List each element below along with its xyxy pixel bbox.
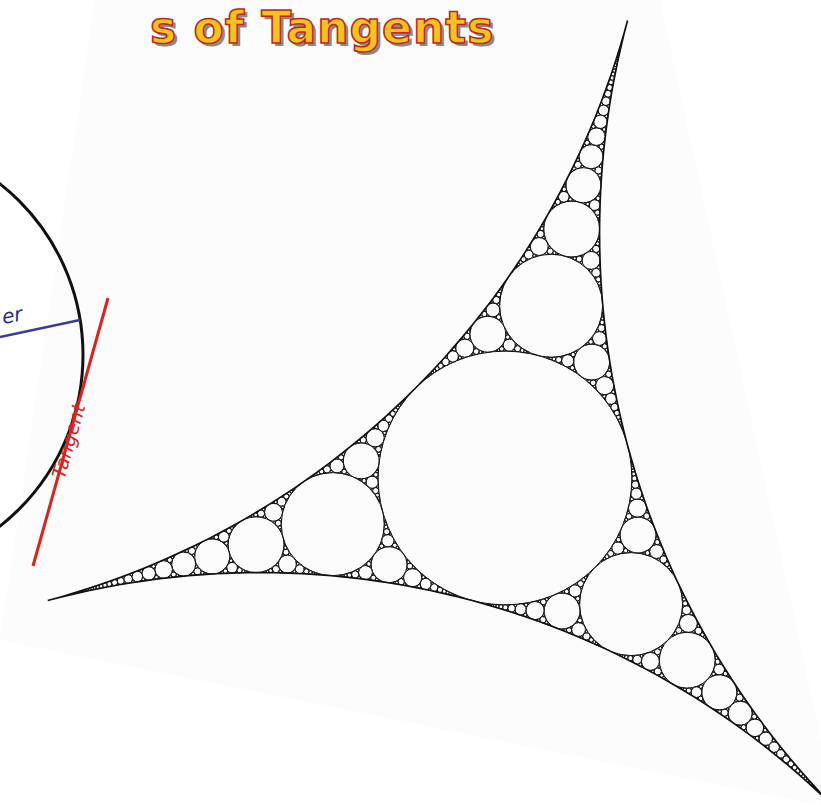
radius-label: er xyxy=(0,302,24,329)
title: s of Tangents xyxy=(150,2,494,53)
tangent-line xyxy=(33,298,108,566)
gasket-boundary xyxy=(48,21,821,805)
gasket-circles xyxy=(78,51,818,791)
circle-outline xyxy=(0,137,83,573)
